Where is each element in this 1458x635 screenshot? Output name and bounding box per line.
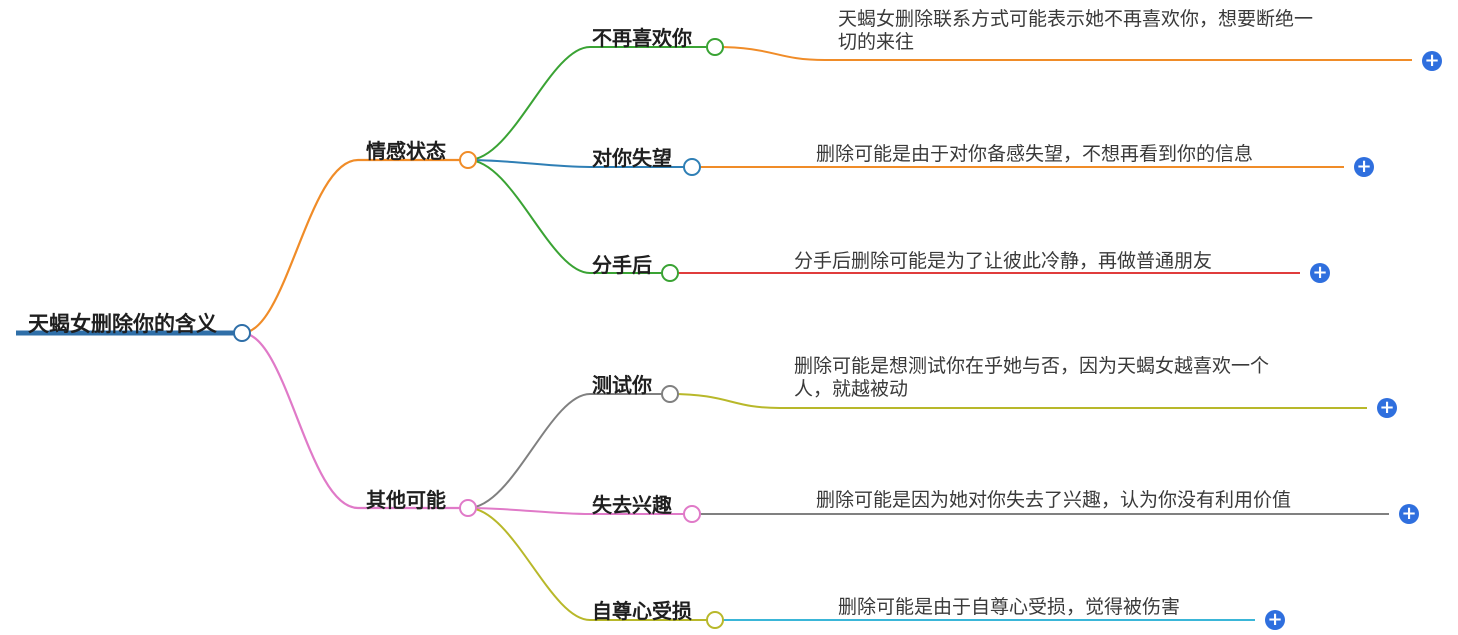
node-toggle-circle[interactable]: [706, 38, 724, 56]
expand-plus-icon[interactable]: +: [1265, 610, 1285, 630]
expand-plus-icon[interactable]: +: [1422, 51, 1442, 71]
branch-connector: [241, 331, 468, 510]
child-connector: [467, 159, 670, 274]
root-toggle-circle[interactable]: [233, 324, 251, 342]
node-toggle-circle[interactable]: [683, 158, 701, 176]
node-hurt-pride-label[interactable]: 自尊心受损: [592, 601, 692, 623]
branch-toggle-circle[interactable]: [459, 151, 477, 169]
leaf-text-line: 人，就越被动: [794, 379, 909, 400]
leaf-disappointed-detail: 删除可能是由于对你备感失望，不想再看到你的信息: [816, 143, 1253, 166]
child-connector: [467, 507, 692, 515]
expand-plus-icon[interactable]: +: [1377, 398, 1397, 418]
leaf-testing-you-detail: 删除可能是想测试你在乎她与否，因为天蝎女越喜欢一个 人，就越被动: [794, 355, 1369, 401]
branch-other-possibilities-label[interactable]: 其他可能: [366, 490, 446, 512]
branch-emotional-state-label[interactable]: 情感状态: [366, 141, 446, 163]
node-toggle-circle[interactable]: [661, 264, 679, 282]
child-connector: [467, 159, 692, 168]
branch-toggle-circle[interactable]: [459, 499, 477, 517]
expand-plus-icon[interactable]: +: [1399, 504, 1419, 524]
child-connector: [467, 46, 715, 161]
node-after-breakup-label[interactable]: 分手后: [592, 255, 652, 277]
child-connector: [467, 507, 715, 621]
leaf-text-line: 切的来往: [838, 32, 915, 53]
leaf-text-line: 删除可能是想测试你在乎她与否，因为天蝎女越喜欢一个: [794, 356, 1270, 377]
node-toggle-circle[interactable]: [706, 611, 724, 629]
leaf-hurt-pride-detail: 删除可能是由于自尊心受损，觉得被伤害: [838, 596, 1180, 619]
expand-plus-icon[interactable]: +: [1310, 263, 1330, 283]
child-connector: [467, 393, 670, 509]
leaf-connector: [669, 393, 1367, 409]
node-toggle-circle[interactable]: [661, 385, 679, 403]
node-disappointed-label[interactable]: 对你失望: [592, 148, 672, 170]
leaf-lost-interest-detail: 删除可能是因为她对你失去了兴趣，认为你没有利用价值: [816, 489, 1291, 512]
node-lost-interest-label[interactable]: 失去兴趣: [592, 495, 672, 517]
node-no-longer-like-label[interactable]: 不再喜欢你: [592, 28, 692, 50]
leaf-text-line: 删除可能是由于对你备感失望，不想再看到你的信息: [816, 144, 1254, 165]
expand-plus-icon[interactable]: +: [1354, 157, 1374, 177]
leaf-text-line: 分手后删除可能是为了让彼此冷静，再做普通朋友: [794, 251, 1213, 272]
branch-connector: [241, 158, 468, 335]
root-node-label[interactable]: 天蝎女删除你的含义: [28, 313, 217, 336]
leaf-text-line: 删除可能是因为她对你失去了兴趣，认为你没有利用价值: [816, 490, 1292, 511]
leaf-text-line: 删除可能是由于自尊心受损，觉得被伤害: [838, 597, 1181, 618]
leaf-after-breakup-detail: 分手后删除可能是为了让彼此冷静，再做普通朋友: [794, 250, 1212, 273]
leaf-no-longer-like-detail: 天蝎女删除联系方式可能表示她不再喜欢你，想要断绝一 切的来往: [838, 8, 1413, 54]
leaf-connector: [714, 46, 1412, 61]
node-toggle-circle[interactable]: [683, 505, 701, 523]
leaf-text-line: 天蝎女删除联系方式可能表示她不再喜欢你，想要断绝一: [838, 9, 1314, 30]
node-testing-you-label[interactable]: 测试你: [592, 375, 652, 397]
